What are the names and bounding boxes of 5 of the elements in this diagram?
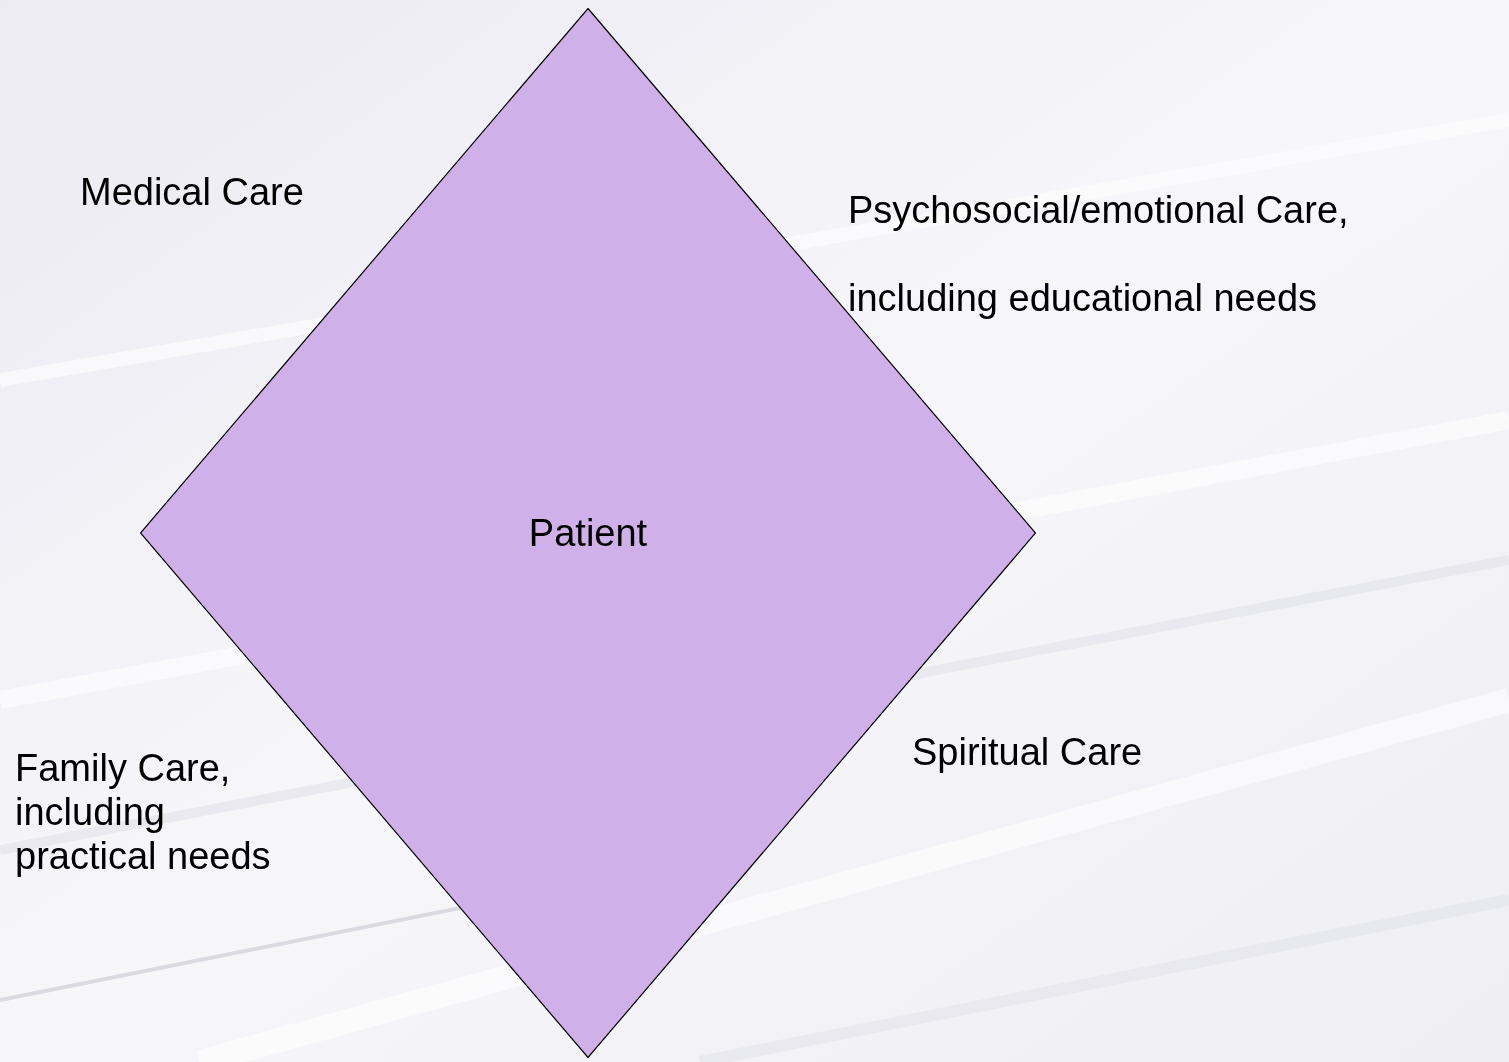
care-label: Medical Care bbox=[80, 170, 305, 215]
node-label: Patient bbox=[528, 511, 648, 555]
care-label: Psychosocial/emotional Care, including educational needs bbox=[848, 188, 1350, 321]
care-label: Spiritual Care bbox=[912, 730, 1144, 775]
care-label: Family Care, including practical needs bbox=[15, 746, 272, 878]
